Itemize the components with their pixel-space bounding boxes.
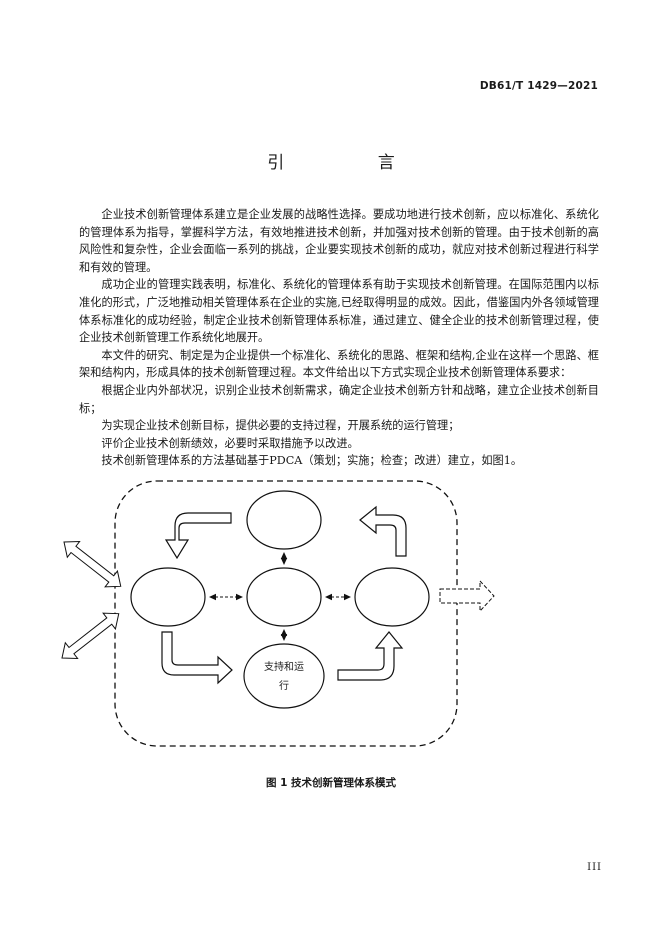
paragraph-6: 评价企业技术创新绩效，必要时采取措施予以改进。 <box>101 436 359 450</box>
figure-caption: 图 1 技术创新管理体系模式 <box>265 777 397 789</box>
management-system-diagram: 支持和运 行 <box>48 478 608 758</box>
paragraph-2: 成功企业的管理实践表明，标准化、系统化的管理体系有助于实现技术创新管理。在国际范… <box>79 278 599 345</box>
page-number: III <box>587 862 602 873</box>
support-node <box>243 643 325 709</box>
paragraph-1: 企业技术创新管理体系建立是企业发展的战略性选择。要成功地进行技术创新，应以标准化… <box>79 208 599 274</box>
right-node <box>354 567 430 627</box>
bent-arrow-top-left <box>164 512 232 560</box>
center-node <box>246 567 322 627</box>
body-text: 企业技术创新管理体系建立是企业发展的战略性选择。要成功地进行技术创新，应以标准化… <box>79 206 599 470</box>
input-double-arrow-upper <box>63 540 122 588</box>
bent-arrow-top-right <box>359 505 407 557</box>
support-node-label-line2: 行 <box>279 679 289 692</box>
left-node <box>130 567 206 627</box>
output-arrow <box>439 579 495 613</box>
bent-arrow-bottom-right <box>337 631 404 681</box>
bent-arrow-bottom-left <box>161 631 233 685</box>
paragraph-5: 为实现企业技术创新目标，提供必要的支持过程，开展系统的运行管理； <box>101 419 460 433</box>
standard-code: DB61/T 1429—2021 <box>479 80 598 92</box>
paragraph-3: 本文件的研究、制定是为企业提供一个标准化、系统化的思路、框架和结构,企业在这样一… <box>79 348 599 380</box>
support-node-label-line1: 支持和运 <box>264 660 304 673</box>
input-double-arrow-lower <box>61 612 120 660</box>
paragraph-7: 技术创新管理体系的方法基础基于PDCA（策划；实施；检查；改进）建立，如图1。 <box>101 454 523 468</box>
top-node <box>246 490 322 550</box>
paragraph-4: 根据企业内外部状况，识别企业技术创新需求，确定企业技术创新方针和战略，建立企业技… <box>79 383 599 415</box>
section-title: 引 言 <box>267 153 439 173</box>
